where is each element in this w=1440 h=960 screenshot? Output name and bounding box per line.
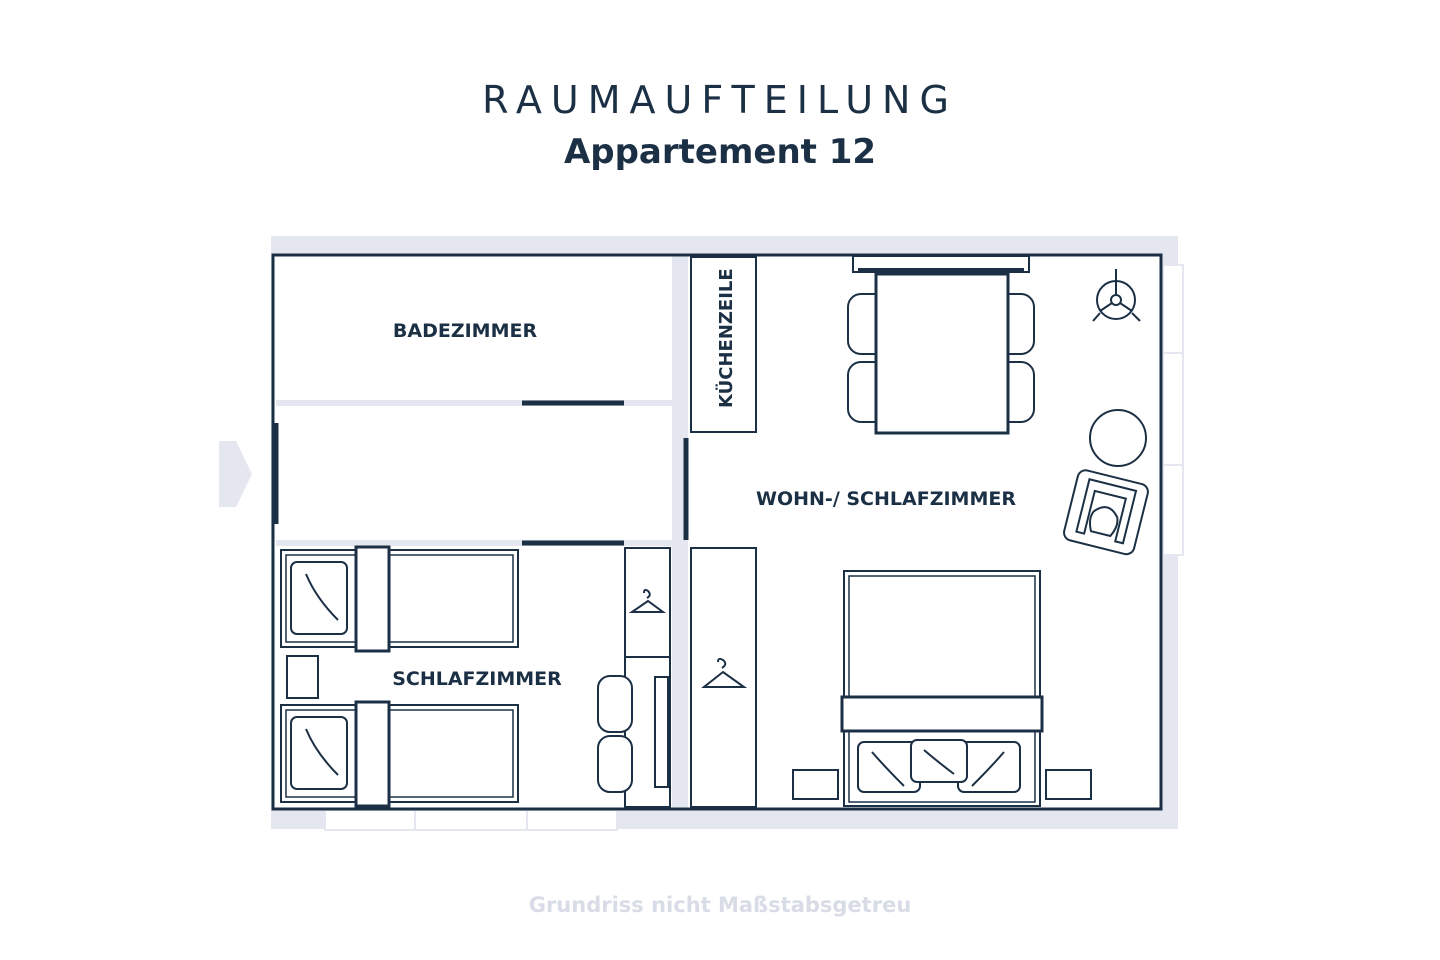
nightstand [1045,769,1092,800]
desk [654,676,669,788]
outer-wall [271,253,1163,811]
bottom-windows [324,809,618,831]
desk-chair [597,675,633,733]
plan-title: RAUMAUFTEILUNG [482,78,958,122]
single-bed-top [280,545,519,653]
armchair [1063,469,1149,556]
kitchenette-counter [690,256,757,433]
right-windows [1162,264,1184,556]
dining-table [874,272,1010,435]
single-bed-bottom [280,700,519,808]
entrance-arrow-icon [219,441,252,507]
fan-icon [1092,269,1141,322]
side-table [1089,409,1147,467]
kitchenette-label: KÜCHENZEILE [715,268,737,408]
interior-walls [276,255,688,809]
hanger-icon [628,588,667,613]
wardrobe-living [690,547,757,808]
bedroom-nightstand [286,655,319,699]
hanger-icon [701,657,748,688]
doors [273,400,689,546]
nightstand [792,769,839,800]
living-bedroom-label: WOHN-/ SCHLAFZIMMER [756,488,1016,510]
bed-blanket-fold [840,695,1044,733]
bedroom-label: SCHLAFZIMMER [392,668,562,690]
desk-chair [597,735,633,793]
bathroom-label: BADEZIMMER [393,320,538,342]
double-bed-pillows [857,739,1021,793]
scale-note: Grundriss nicht Maßstabsgetreu [528,893,912,917]
apartment-name: Appartement 12 [563,132,877,172]
